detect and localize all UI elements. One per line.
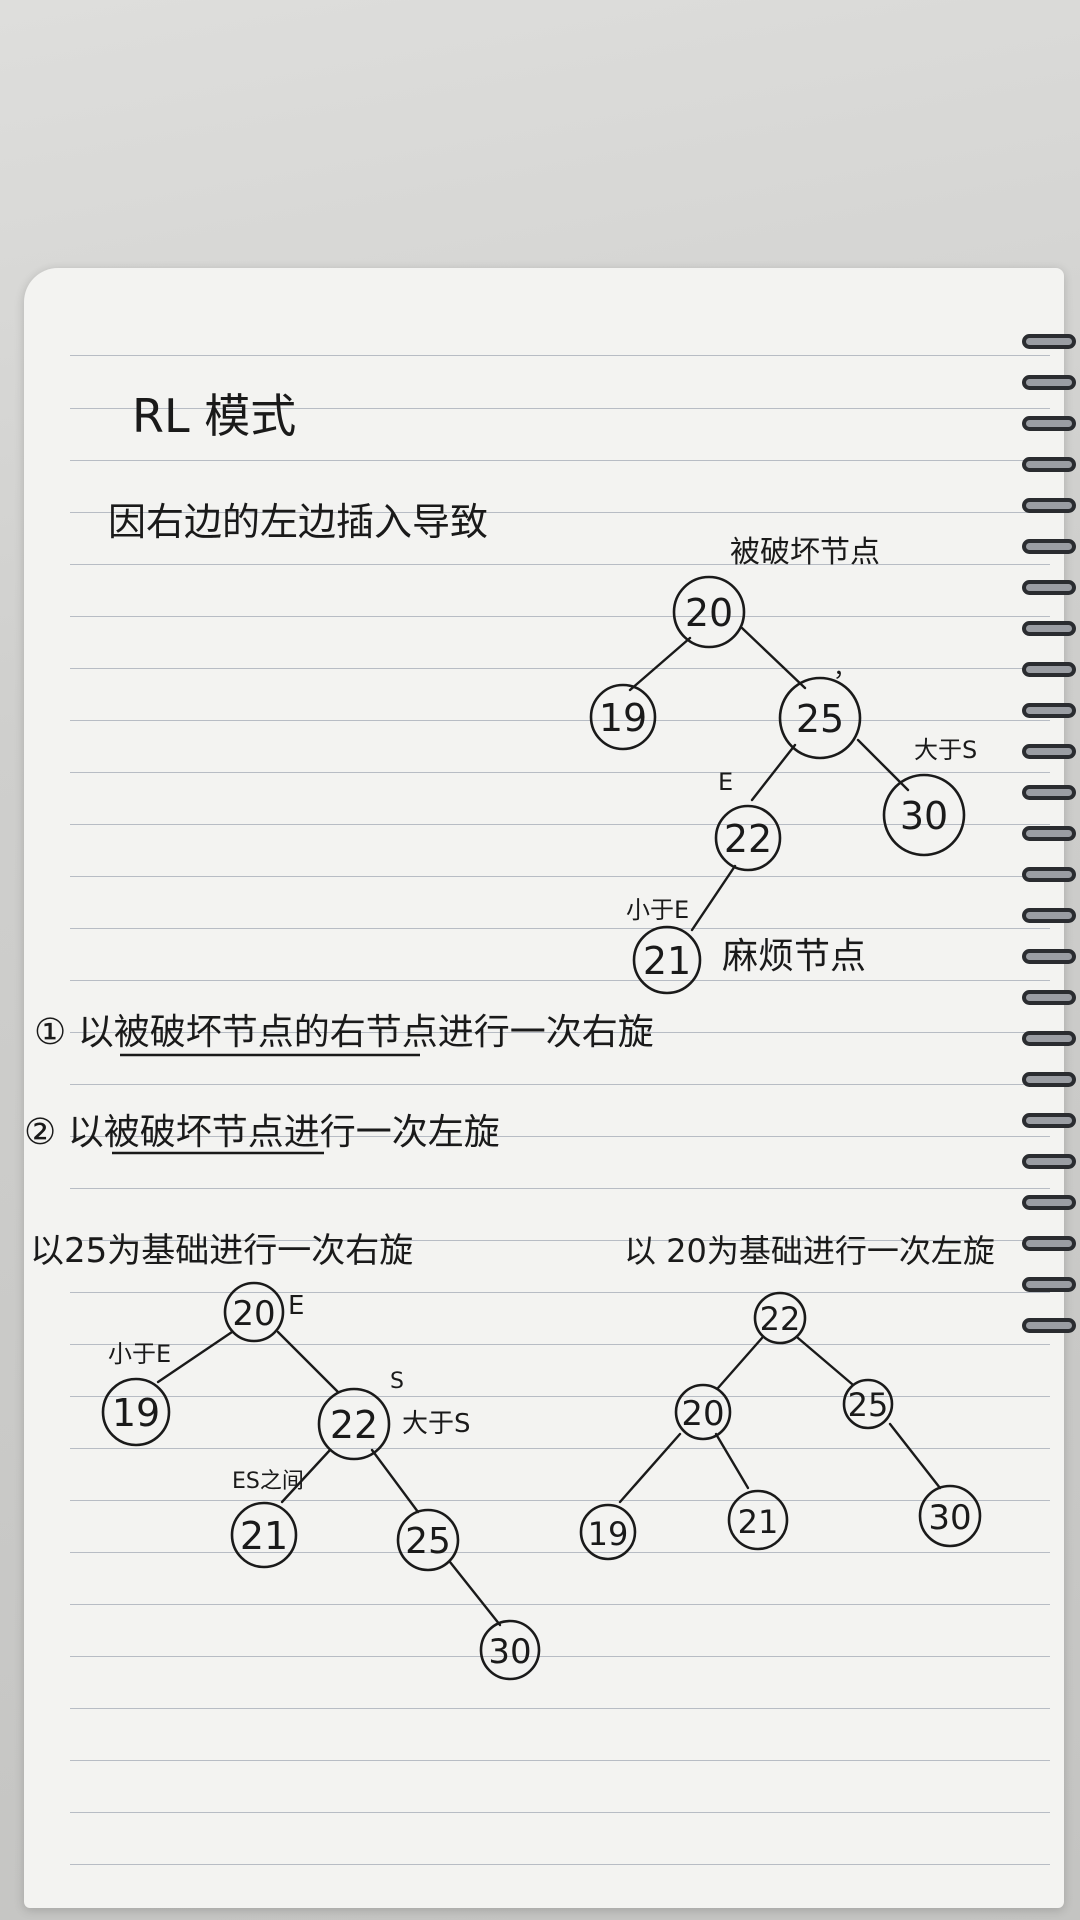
node-label: 19 — [588, 1515, 629, 1553]
node-label: 22 — [330, 1403, 378, 1447]
edge-20-22 — [276, 1330, 340, 1394]
node-label: 25 — [796, 697, 844, 741]
edge-22-21 — [280, 1448, 332, 1504]
node-label: 22 — [724, 817, 772, 861]
tree-node — [632, 925, 702, 995]
tree-node — [714, 804, 782, 872]
tree-left-rotate: 以 20为基础进行一次左旋 22 20 25 19 21 30 — [579, 1232, 995, 1561]
tree-node — [579, 1503, 637, 1561]
node-label: 20 — [232, 1294, 275, 1334]
edge-22-25 — [370, 1448, 420, 1514]
edge-25-22 — [750, 743, 797, 802]
right-rotate-heading: 以25为基础进行一次右旋 — [30, 1231, 413, 1271]
tree-node — [882, 773, 966, 857]
step-2: ② 以被破坏节点进行一次左旋 — [24, 1112, 500, 1153]
tree-node — [778, 676, 862, 760]
tree-node — [672, 575, 746, 649]
node-label: 30 — [928, 1498, 971, 1538]
between-es-label: ES之间 — [232, 1469, 304, 1494]
broken-node-label: 被破坏节点 — [730, 535, 880, 570]
s-mark: ， — [833, 654, 857, 682]
tree-node — [317, 1387, 391, 1461]
tree-node — [101, 1377, 171, 1447]
node-label: 30 — [488, 1632, 531, 1672]
s-mark: S — [390, 1369, 404, 1394]
trouble-node-label: 麻烦节点 — [722, 936, 866, 977]
edge-20-19 — [628, 636, 692, 692]
notebook-page — [24, 268, 1064, 1908]
step-1: ① 以被破坏节点的右节点进行一次右旋 — [34, 1012, 654, 1053]
tree-node — [223, 1281, 285, 1343]
tree-node — [230, 1501, 298, 1569]
node-label: 20 — [685, 591, 733, 635]
note-subtitle: 因右边的左边插入导致 — [108, 500, 488, 544]
edge-20-21 — [714, 1432, 750, 1490]
node-label: 30 — [900, 794, 948, 838]
edge-25-30 — [448, 1560, 502, 1627]
edge-22-25 — [796, 1336, 854, 1386]
node-label: 21 — [643, 939, 691, 983]
e-mark: E — [288, 1291, 304, 1321]
node-label: 20 — [681, 1394, 724, 1434]
tree-node — [674, 1383, 732, 1441]
tree-node — [396, 1508, 460, 1572]
tree-node — [479, 1619, 541, 1681]
tree-original: 20 19 25 22 30 21 被破坏节点 ， E 大于S 小于E 麻烦节点 — [589, 535, 977, 995]
node-label: 19 — [112, 1391, 160, 1435]
tree-node — [918, 1484, 982, 1548]
node-label: 22 — [760, 1300, 801, 1338]
note-title: RL 模式 — [132, 389, 296, 443]
tree-node — [727, 1489, 789, 1551]
node-label: 19 — [599, 696, 647, 740]
left-rotate-heading: 以 20为基础进行一次左旋 — [624, 1232, 995, 1270]
tree-node — [842, 1378, 894, 1430]
node-label: 25 — [848, 1386, 889, 1424]
bigger-than-s-label: 大于S — [914, 736, 977, 764]
smaller-than-e-label: 小于E — [626, 896, 689, 924]
edge-25-30 — [888, 1422, 942, 1490]
node-label: 21 — [738, 1503, 779, 1541]
edge-20-19 — [618, 1432, 682, 1504]
edge-20-19 — [156, 1330, 234, 1384]
smaller-than-e-label: 小于E — [108, 1340, 171, 1368]
edge-22-21 — [690, 864, 737, 932]
tree-right-rotate: 以25为基础进行一次右旋 20 19 22 21 25 30 E S 小于E 大… — [30, 1231, 541, 1681]
bigger-than-s-label: 大于S — [402, 1409, 471, 1439]
node-label: 25 — [405, 1521, 451, 1562]
tree-node — [589, 683, 657, 751]
edge-20-25 — [740, 626, 807, 690]
edge-22-20 — [716, 1336, 764, 1390]
tree-node — [753, 1291, 807, 1345]
e-mark: E — [718, 768, 733, 796]
node-label: 21 — [240, 1514, 288, 1558]
